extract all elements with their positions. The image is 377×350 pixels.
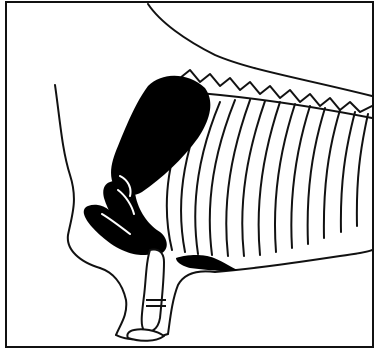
- scapula-bone: [111, 76, 210, 196]
- chest-shadow: [176, 255, 238, 271]
- lower-leg-bones: [127, 250, 164, 341]
- figure-border: [6, 2, 373, 347]
